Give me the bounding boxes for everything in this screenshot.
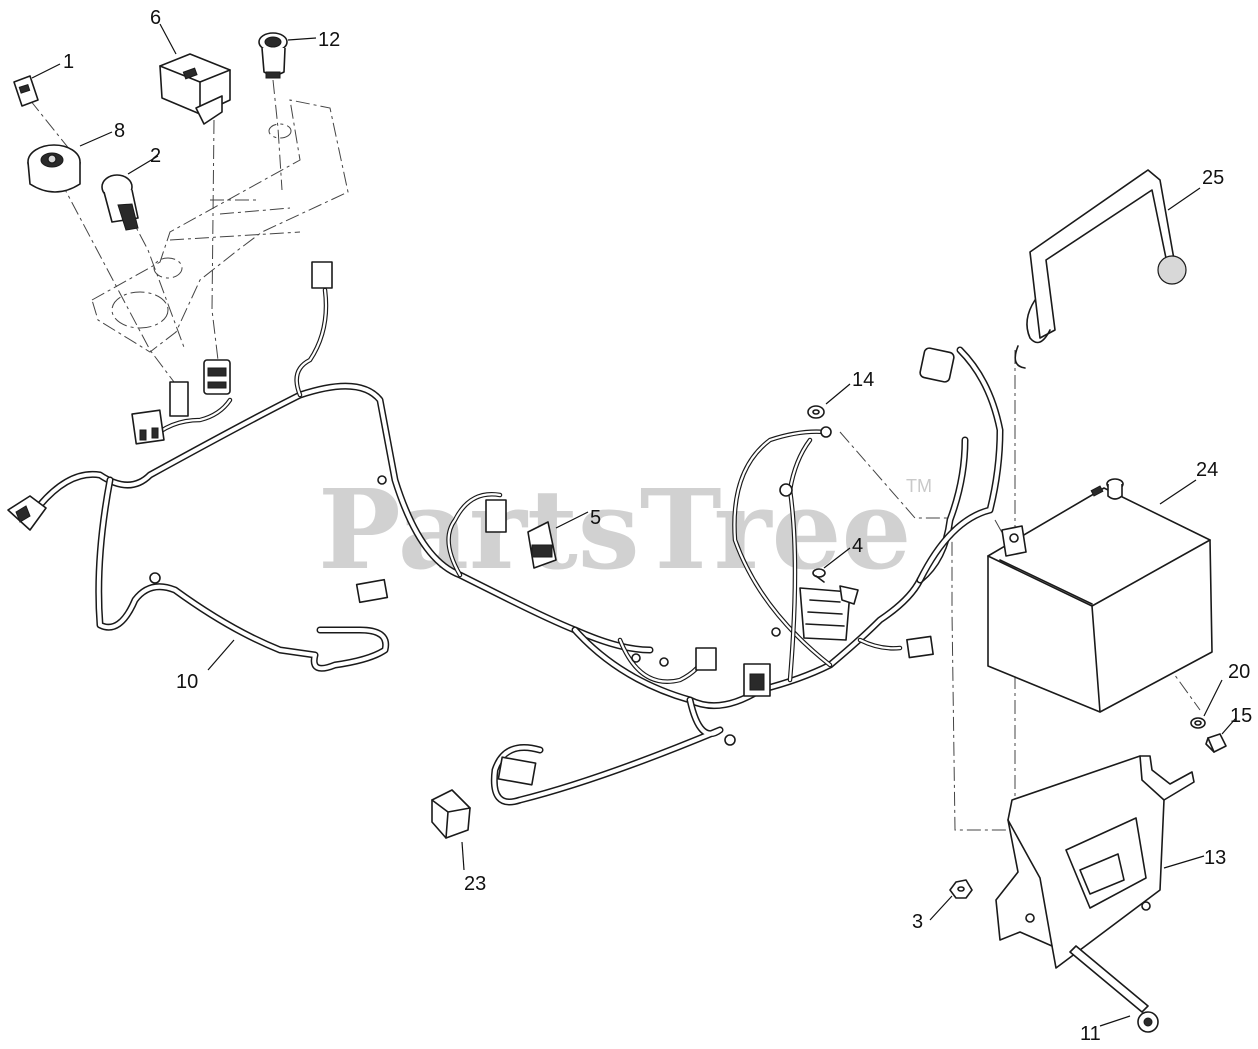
callout-3: 3 bbox=[912, 911, 923, 933]
callout-11: 11 bbox=[1080, 1023, 1101, 1045]
callout-13: 13 bbox=[1204, 847, 1226, 869]
callout-labels: 1 2 3 4 5 6 8 10 11 12 13 14 15 20 23 24… bbox=[63, 7, 1252, 1045]
part-2-pto-switch bbox=[101, 174, 139, 231]
callout-15: 15 bbox=[1230, 705, 1252, 727]
watermark-trademark: TM bbox=[906, 476, 932, 496]
part-20-washer bbox=[1190, 717, 1206, 729]
callout-12: 12 bbox=[318, 29, 340, 51]
part-1-key bbox=[13, 75, 39, 107]
part-15-bolt bbox=[1205, 733, 1227, 753]
callout-24: 24 bbox=[1196, 459, 1218, 481]
part-3-nut bbox=[949, 879, 973, 899]
part-4-screw bbox=[812, 568, 826, 583]
callout-4: 4 bbox=[852, 535, 863, 557]
callout-10: 10 bbox=[176, 671, 198, 693]
part-14-nut bbox=[807, 405, 825, 419]
watermark: PartsTree TM bbox=[318, 465, 932, 594]
callout-23: 23 bbox=[464, 873, 486, 895]
part-10-wire-harness bbox=[36, 287, 1004, 806]
explode-lines bbox=[29, 79, 1201, 831]
part-11-bolt bbox=[1069, 945, 1159, 1033]
callout-1: 1 bbox=[63, 51, 74, 73]
part-13-battery-bracket bbox=[995, 755, 1195, 969]
part-24-battery bbox=[987, 478, 1213, 713]
callout-6: 6 bbox=[150, 7, 161, 29]
callout-20: 20 bbox=[1228, 661, 1250, 683]
leader-lines bbox=[31, 23, 1237, 1027]
part-25-battery-strap bbox=[1014, 169, 1187, 369]
callout-5: 5 bbox=[590, 507, 601, 529]
part-23-seat-switch bbox=[431, 789, 471, 839]
callout-14: 14 bbox=[852, 369, 874, 391]
part-6-hour-meter bbox=[159, 53, 231, 125]
harness-connectors bbox=[7, 261, 955, 786]
control-panel-plate bbox=[91, 99, 349, 353]
callout-2: 2 bbox=[150, 145, 161, 167]
callout-25: 25 bbox=[1202, 167, 1224, 189]
part-12-power-outlet bbox=[258, 32, 288, 79]
part-8-ignition-switch bbox=[27, 144, 81, 193]
callout-8: 8 bbox=[114, 120, 125, 142]
